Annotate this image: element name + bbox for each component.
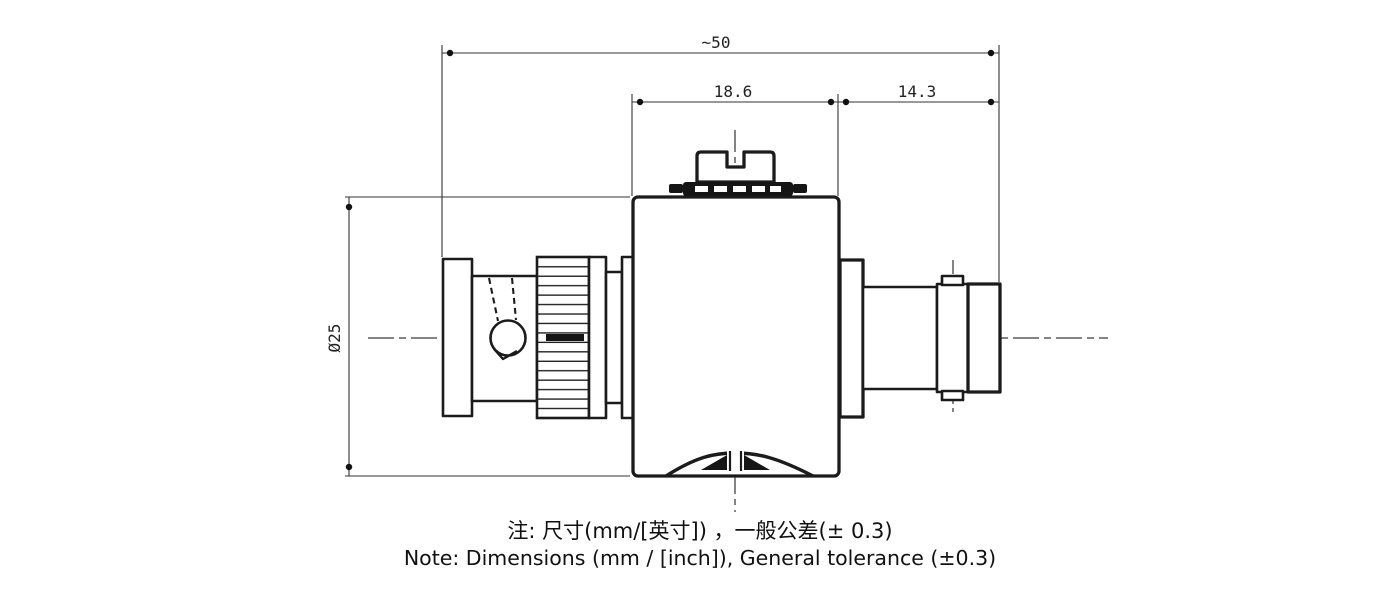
dimension-annotations: ~50 18.6 14.3 Ø25: [325, 33, 1000, 477]
left-connector-neck: [604, 270, 624, 405]
slotted-ground-screw-head: [695, 150, 776, 184]
saddle-right-wedge: [744, 455, 770, 470]
bayonet-pin-ring: [935, 282, 970, 394]
bayonet-slot-hidden-line-right: [510, 277, 518, 321]
saddle-left-wedge: [701, 455, 727, 470]
right-connector-front-barrel: [966, 282, 1002, 394]
right-connector-flange: [838, 258, 865, 419]
right-length-label: 14.3: [898, 82, 937, 101]
bayonet-pin-top: [940, 274, 965, 287]
body-diameter-label: Ø25: [325, 324, 344, 353]
lock-washer-right-tab: [793, 184, 807, 193]
right-bnc-female-connector: [838, 258, 1002, 419]
saddle-notch-gap: [727, 449, 744, 471]
coupling-nut-back-ring: [587, 255, 608, 420]
body-length-label: 18.6: [714, 82, 753, 101]
lock-washer-left-tab: [669, 184, 683, 193]
left-connector-front-flange: [441, 257, 474, 418]
main-cylindrical-body: [631, 195, 841, 478]
overall-length-label: ~50: [702, 33, 731, 52]
coupling-nut-slot: [546, 334, 584, 341]
note-line-chinese: 注: 尺寸(mm/[英寸]) ，一般公差(± 0.3): [507, 519, 893, 543]
dimension-dots: [345, 49, 995, 471]
right-connector-cylinder: [861, 285, 939, 391]
left-bnc-male-connector: [441, 255, 635, 420]
main-body-assembly: [631, 150, 841, 478]
bayonet-slot-hook: [493, 348, 518, 361]
bayonet-slot-hidden-line-left: [487, 277, 500, 322]
note-line-english: Note: Dimensions (mm / [inch]), General …: [403, 546, 997, 570]
lock-washer-teeth: [695, 186, 781, 192]
bayonet-pin-bottom: [940, 389, 965, 402]
drawing-notes: 注: 尺寸(mm/[英寸]) ，一般公差(± 0.3) Note: Dimens…: [0, 517, 1400, 572]
saddle-center-notch: [728, 451, 743, 471]
